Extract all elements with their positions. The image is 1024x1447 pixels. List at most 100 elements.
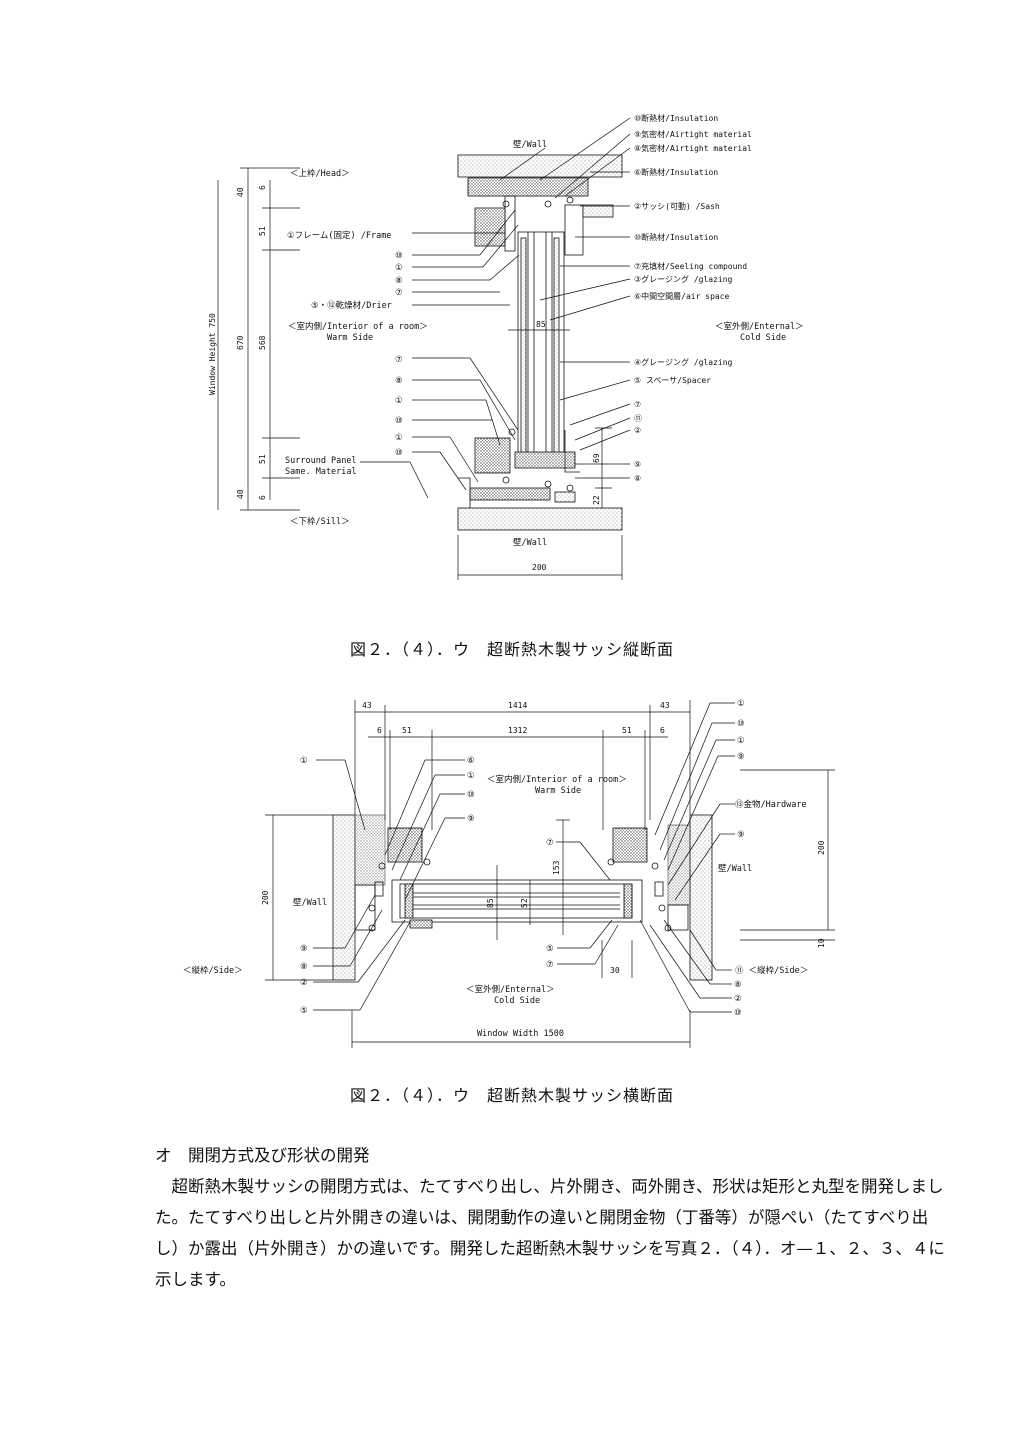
vertical-section-drawing: ＜上枠/Head＞ ＜下枠/Sill＞ 壁/Wall 壁/Wall ＜室内側/I…	[208, 113, 804, 580]
f2-label-1: ①	[300, 756, 308, 766]
f2-label-8: ⑧	[300, 962, 308, 972]
interior-sub-label: Warm Side	[327, 333, 373, 343]
right-label-9: ⑥中間空間層/air space	[634, 291, 730, 301]
right-label-13: ⑪	[634, 414, 642, 423]
right-label-16: ⑧	[634, 474, 641, 483]
f2-label-7b: ⑦	[546, 960, 554, 970]
dim-43-left: 43	[362, 701, 372, 710]
left-label-1b: ①	[395, 396, 403, 406]
f2-right-label-1: ①	[737, 699, 745, 709]
dim-40-bottom: 40	[236, 489, 245, 499]
dim-51-top: 51	[258, 226, 267, 236]
f2-right-label-2: ②	[734, 994, 742, 1004]
f2-right-label-8: ⑧	[734, 980, 742, 990]
dim-85: 85	[536, 320, 546, 329]
dim-1312: 1312	[508, 726, 527, 735]
dim-51-right: 51	[622, 726, 632, 735]
f2-label-5b: ⑤	[546, 944, 554, 954]
right-label-12: ⑦	[634, 400, 641, 409]
section-body: オ 開閉方式及び形状の開発 超断熱木製サッシの開閉方式は、たてすべり出し、片外開…	[155, 1140, 945, 1295]
left-label-7b: ⑦	[395, 355, 403, 365]
dim-200-right: 200	[817, 840, 826, 855]
surround-panel-label: Surround Panel	[285, 456, 357, 466]
dim-6-bottom: 6	[258, 495, 267, 500]
wall-right-label: 壁/Wall	[718, 863, 752, 874]
left-label-1a: ①	[395, 263, 403, 273]
dim-69: 69	[592, 453, 601, 463]
interior-label: ＜室内側/Interior of a room＞	[288, 321, 428, 332]
dim-52: 52	[520, 898, 529, 908]
wall-left-label: 壁/Wall	[293, 897, 327, 908]
exterior-label-2: ＜室外側/Enternal＞	[466, 984, 555, 995]
left-label-8b: ⑧	[395, 376, 403, 386]
window-width-label: Window Width 1500	[477, 1029, 564, 1039]
wall-left	[332, 814, 356, 981]
dim-6-right: 6	[660, 726, 665, 735]
dim-200-left: 200	[261, 890, 270, 905]
side-right-label: ⑪ ＜縦枠/Side＞	[735, 965, 808, 976]
wall-bottom-label: 壁/Wall	[513, 537, 547, 548]
right-label-14: ②	[634, 426, 641, 435]
f2-right-label-10b: ⑩	[734, 1008, 742, 1018]
wall-top	[457, 154, 623, 178]
frame-label: ①フレーム(固定) /Frame	[287, 230, 391, 241]
dim-568: 568	[258, 335, 267, 350]
left-label-7a: ⑦	[395, 288, 403, 298]
head-label: ＜上枠/Head＞	[290, 168, 350, 179]
interior-sub-label-2: Warm Side	[535, 786, 581, 796]
right-label-1: ⑩断熱材/Insulation	[634, 113, 718, 123]
f2-right-label-1b: ①	[737, 736, 745, 746]
f2-label-1b: ①	[467, 771, 475, 781]
surround-panel-sub-label: Same. Material	[285, 467, 357, 477]
f2-label-6: ⑥	[467, 756, 475, 766]
f2-label-9b: ⑨	[300, 944, 308, 954]
figure1-caption: 図２．（４）．ウ 超断熱木製サッシ縦断面	[349, 640, 674, 659]
dim-200: 200	[532, 563, 547, 572]
dim-153: 153	[552, 860, 561, 875]
exterior-label: ＜室外側/Enternal＞	[715, 321, 804, 332]
f2-right-label-9b: ⑨	[737, 830, 745, 840]
section-paragraph: 超断熱木製サッシの開閉方式は、たてすべり出し、片外開き、両外開き、形状は矩形と丸…	[155, 1177, 945, 1289]
left-label-10a: ⑩	[395, 251, 403, 261]
wall-bottom	[457, 507, 623, 531]
right-label-2: ⑨気密材/Airtight material	[634, 129, 752, 139]
right-label-8: ③グレージング /glazing	[634, 274, 733, 284]
right-label-7: ⑦充填材/Seeling compound	[634, 261, 747, 271]
dim-22: 22	[592, 495, 601, 505]
right-label-6: ⑩断熱材/Insulation	[634, 232, 718, 242]
right-label-5: ②サッシ(可動) /Sash	[634, 202, 720, 211]
dim-30: 30	[610, 966, 620, 975]
dim-670: 670	[236, 335, 245, 350]
interior-label-2: ＜室内側/Interior of a room＞	[487, 774, 627, 785]
dim-51-left: 51	[402, 726, 412, 735]
horizontal-section-drawing: 43 1414 43 6 51 1312 51 6 200 200 10 153…	[183, 699, 835, 1048]
window-height-label: Window Height 750	[208, 313, 217, 395]
dim-10: 10	[817, 938, 826, 948]
dim-6-top: 6	[258, 185, 267, 190]
f2-label-9: ⑨	[467, 814, 475, 824]
exterior-sub-label: Cold Side	[740, 333, 786, 343]
dim-51-bottom: 51	[258, 454, 267, 464]
right-label-4: ⑥断熱材/Insulation	[634, 167, 718, 177]
dim-6-left: 6	[377, 726, 382, 735]
exterior-sub-label-2: Cold Side	[494, 996, 540, 1006]
left-label-1c: ①	[395, 433, 403, 443]
f2-label-7: ⑦	[546, 838, 554, 848]
right-label-11: ⑤ スペーサ/Spacer	[634, 376, 711, 385]
f2-right-label-9: ⑨	[737, 752, 745, 762]
right-label-10: ④グレージング /glazing	[634, 357, 733, 367]
dim-85: 85	[486, 898, 495, 908]
section-heading: オ 開閉方式及び形状の開発	[155, 1146, 370, 1165]
right-label-15: ⑨	[634, 460, 641, 469]
f2-label-5: ⑤	[300, 1006, 308, 1016]
drier-label: ⑤・⑫乾燥材/Drier	[311, 300, 392, 311]
side-left-label: ＜縦枠/Side＞	[183, 965, 243, 976]
hardware-label: ⑬金物/Hardware	[735, 799, 807, 810]
left-label-8a: ⑧	[395, 276, 403, 286]
f2-right-label-10: ⑩	[737, 719, 745, 729]
figure2-caption: 図２．（４）．ウ 超断熱木製サッシ横断面	[349, 1086, 674, 1105]
f2-label-2: ②	[300, 978, 308, 988]
left-label-10c: ⑩	[395, 448, 403, 458]
f2-label-10: ⑩	[467, 790, 475, 800]
